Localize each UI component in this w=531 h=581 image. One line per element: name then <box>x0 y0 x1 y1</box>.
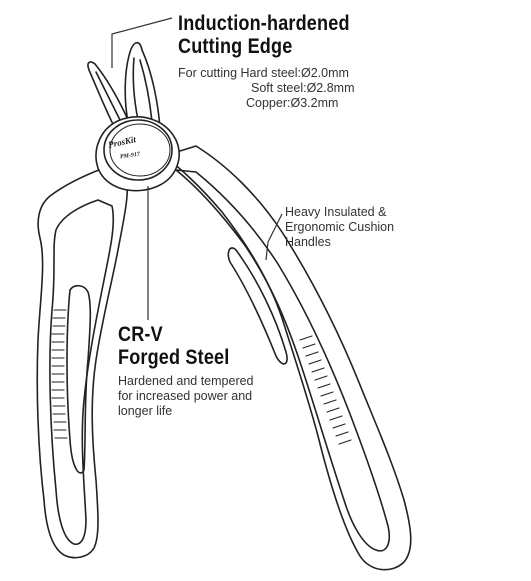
steel-text-line2: for increased power and <box>118 389 253 403</box>
handles-text-line3: Handles <box>285 235 331 249</box>
steel-title-line2: Forged Steel <box>118 346 230 369</box>
steel-title-line1: CR-V <box>118 323 163 346</box>
leader-line-cutting-edge <box>111 17 173 68</box>
handles-text-line1: Heavy Insulated & <box>285 205 387 219</box>
right-jaw <box>124 41 161 129</box>
steel-text-line3: longer life <box>118 404 173 418</box>
leader-line-handles <box>265 213 283 261</box>
cutting-spec-copper: Copper:Ø3.2mm <box>246 96 339 110</box>
handles-text-line2: Ergonomic Cushion <box>285 220 395 234</box>
left-handle <box>36 167 129 559</box>
cutting-spec-hard-steel: For cutting Hard steel:Ø2.0mm <box>178 66 349 80</box>
steel-text-line1: Hardened and tempered <box>118 374 254 388</box>
cutting-edge-title-line1: Induction-hardened <box>178 12 350 35</box>
cutting-edge-title-line2: Cutting Edge <box>178 35 293 58</box>
right-handle <box>163 145 412 571</box>
pivot-head <box>95 116 180 192</box>
cutting-spec-soft-steel: Soft steel:Ø2.8mm <box>251 81 355 95</box>
